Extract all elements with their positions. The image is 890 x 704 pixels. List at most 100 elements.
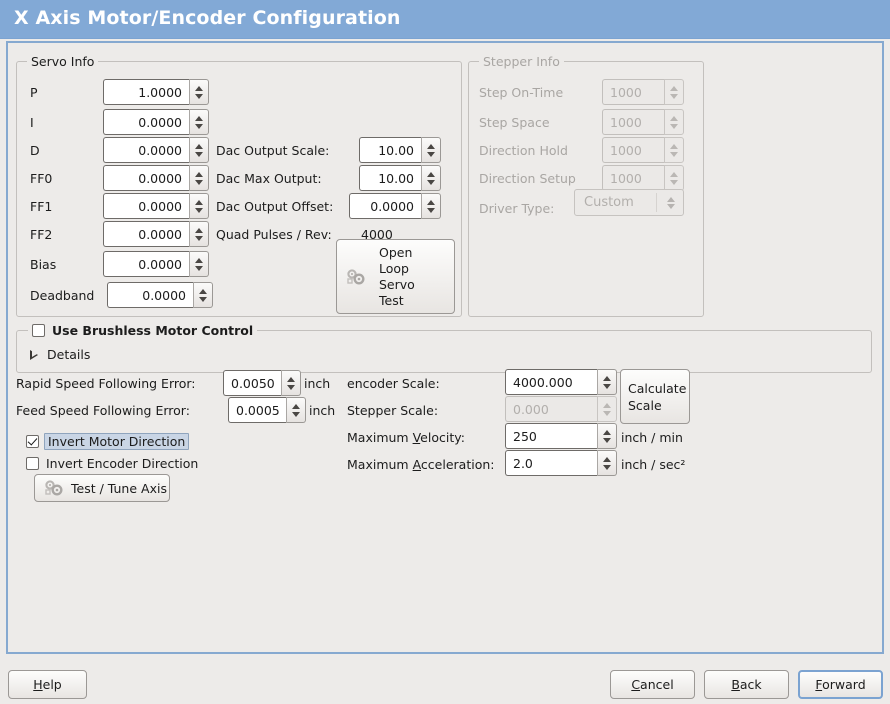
- dac-output-offset-value[interactable]: 0.0000: [349, 193, 421, 219]
- cancel-button[interactable]: Cancel: [610, 670, 695, 699]
- dac-max-output-buttons[interactable]: [421, 165, 441, 191]
- dac-output-scale-value[interactable]: 10.00: [359, 137, 421, 163]
- back-button-label: Back: [731, 677, 762, 692]
- combo-separator: [656, 193, 657, 212]
- brushless-group: [16, 330, 872, 373]
- encoder-scale-buttons[interactable]: [597, 369, 617, 395]
- servo-spin-ff0[interactable]: 0.0000: [103, 165, 209, 191]
- maximum-velocity-buttons[interactable]: [597, 423, 617, 449]
- direction-setup-label: Direction Setup: [479, 171, 576, 186]
- dac-output-scale-spin[interactable]: 10.00: [359, 137, 441, 163]
- feed-speed-following-error-buttons[interactable]: [286, 397, 306, 423]
- servo-spin-deadband-buttons[interactable]: [193, 282, 213, 308]
- servo-info-caption: Servo Info: [27, 54, 99, 69]
- page-title: X Axis Motor/Encoder Configuration: [14, 7, 401, 29]
- servo-spin-bias[interactable]: 0.0000: [103, 251, 209, 277]
- maximum-acceleration-buttons[interactable]: [597, 450, 617, 476]
- maximum-velocity-label: Maximum Velocity:: [347, 430, 465, 445]
- dac-output-offset-spin[interactable]: 0.0000: [349, 193, 441, 219]
- cancel-button-label: Cancel: [631, 677, 674, 692]
- stepper-scale-value: 0.000: [505, 396, 597, 422]
- servo-spin-i[interactable]: 0.0000: [103, 109, 209, 135]
- servo-spin-ff1-value[interactable]: 0.0000: [103, 193, 189, 219]
- servo-spin-p-buttons[interactable]: [189, 79, 209, 105]
- details-label: Details: [47, 347, 91, 362]
- step-space-label: Step Space: [479, 115, 550, 130]
- maximum-velocity-value[interactable]: 250: [505, 423, 597, 449]
- servo-spin-ff2-buttons[interactable]: [189, 221, 209, 247]
- servo-spin-d-value[interactable]: 0.0000: [103, 137, 189, 163]
- rapid-speed-following-error-value[interactable]: 0.0050: [223, 370, 282, 396]
- servo-spin-d-buttons[interactable]: [189, 137, 209, 163]
- direction-setup-buttons: [664, 165, 684, 191]
- servo-label-bias: Bias: [30, 257, 57, 272]
- step-on-time-spin: 1000: [602, 79, 684, 105]
- servo-spin-ff1-buttons[interactable]: [189, 193, 209, 219]
- servo-spin-ff1[interactable]: 0.0000: [103, 193, 209, 219]
- dac-max-output-value[interactable]: 10.00: [359, 165, 421, 191]
- checkbox-box[interactable]: [26, 457, 39, 470]
- maximum-acceleration-label: Maximum Acceleration:: [347, 457, 495, 472]
- servo-info-group: Servo Info: [16, 54, 462, 317]
- test-tune-axis-button[interactable]: Test / Tune Axis: [34, 474, 170, 502]
- invert-encoder-direction-checkbox[interactable]: Invert Encoder Direction: [26, 456, 198, 471]
- encoder-scale-spin[interactable]: 4000.000: [505, 369, 617, 395]
- rapid-speed-following-error-spin[interactable]: 0.0050: [223, 370, 301, 396]
- direction-hold-label: Direction Hold: [479, 143, 568, 158]
- servo-spin-p-value[interactable]: 1.0000: [103, 79, 189, 105]
- chevron-right-icon[interactable]: [30, 349, 38, 360]
- feed-speed-unit: inch: [309, 403, 336, 418]
- invert-motor-direction-label: Invert Motor Direction: [44, 433, 190, 450]
- servo-spin-bias-buttons[interactable]: [189, 251, 209, 277]
- feed-speed-following-error-value[interactable]: 0.0005: [228, 397, 287, 423]
- direction-hold-spin: 1000: [602, 137, 684, 163]
- servo-spin-i-value[interactable]: 0.0000: [103, 109, 189, 135]
- encoder-scale-value[interactable]: 4000.000: [505, 369, 597, 395]
- servo-label-ff0: FF0: [30, 171, 53, 186]
- footer-bar: Help Cancel Back Forward: [0, 654, 890, 704]
- servo-spin-i-buttons[interactable]: [189, 109, 209, 135]
- servo-spin-p[interactable]: 1.0000: [103, 79, 209, 105]
- checkbox-box[interactable]: [32, 324, 45, 337]
- servo-spin-ff2[interactable]: 0.0000: [103, 221, 209, 247]
- rapid-speed-following-error-buttons[interactable]: [281, 370, 301, 396]
- step-on-time-buttons: [664, 79, 684, 105]
- servo-spin-ff0-value[interactable]: 0.0000: [103, 165, 189, 191]
- dac-max-output-spin[interactable]: 10.00: [359, 165, 441, 191]
- rapid-speed-unit: inch: [304, 376, 331, 391]
- dac-output-scale-buttons[interactable]: [421, 137, 441, 163]
- back-button[interactable]: Back: [704, 670, 789, 699]
- feed-speed-following-error-label: Feed Speed Following Error:: [16, 403, 190, 418]
- forward-button[interactable]: Forward: [798, 670, 883, 699]
- feed-speed-following-error-spin[interactable]: 0.0005: [228, 397, 306, 423]
- driver-type-value: Custom: [584, 195, 634, 210]
- rapid-speed-following-error-label: Rapid Speed Following Error:: [16, 376, 196, 391]
- step-space-spin: 1000: [602, 109, 684, 135]
- maximum-velocity-spin[interactable]: 250: [505, 423, 617, 449]
- direction-setup-spin: 1000: [602, 165, 684, 191]
- maximum-acceleration-value[interactable]: 2.0: [505, 450, 597, 476]
- details-expander[interactable]: Details: [30, 347, 90, 362]
- servo-spin-bias-value[interactable]: 0.0000: [103, 251, 189, 277]
- use-brushless-motor-control-checkbox[interactable]: Use Brushless Motor Control: [28, 323, 258, 338]
- help-button[interactable]: Help: [8, 670, 87, 699]
- servo-spin-d[interactable]: 0.0000: [103, 137, 209, 163]
- invert-motor-direction-checkbox[interactable]: Invert Motor Direction: [26, 433, 190, 450]
- dac-output-scale-label: Dac Output Scale:: [216, 143, 330, 158]
- forward-button-label: Forward: [815, 677, 866, 692]
- servo-spin-deadband-value[interactable]: 0.0000: [107, 282, 193, 308]
- dac-output-offset-buttons[interactable]: [421, 193, 441, 219]
- gears-icon: [345, 268, 367, 286]
- step-space-buttons: [664, 109, 684, 135]
- servo-spin-ff0-buttons[interactable]: [189, 165, 209, 191]
- gears-icon: [43, 479, 65, 497]
- maximum-acceleration-spin[interactable]: 2.0: [505, 450, 617, 476]
- servo-spin-deadband[interactable]: 0.0000: [107, 282, 213, 308]
- checkbox-box[interactable]: [26, 435, 39, 448]
- servo-spin-ff2-value[interactable]: 0.0000: [103, 221, 189, 247]
